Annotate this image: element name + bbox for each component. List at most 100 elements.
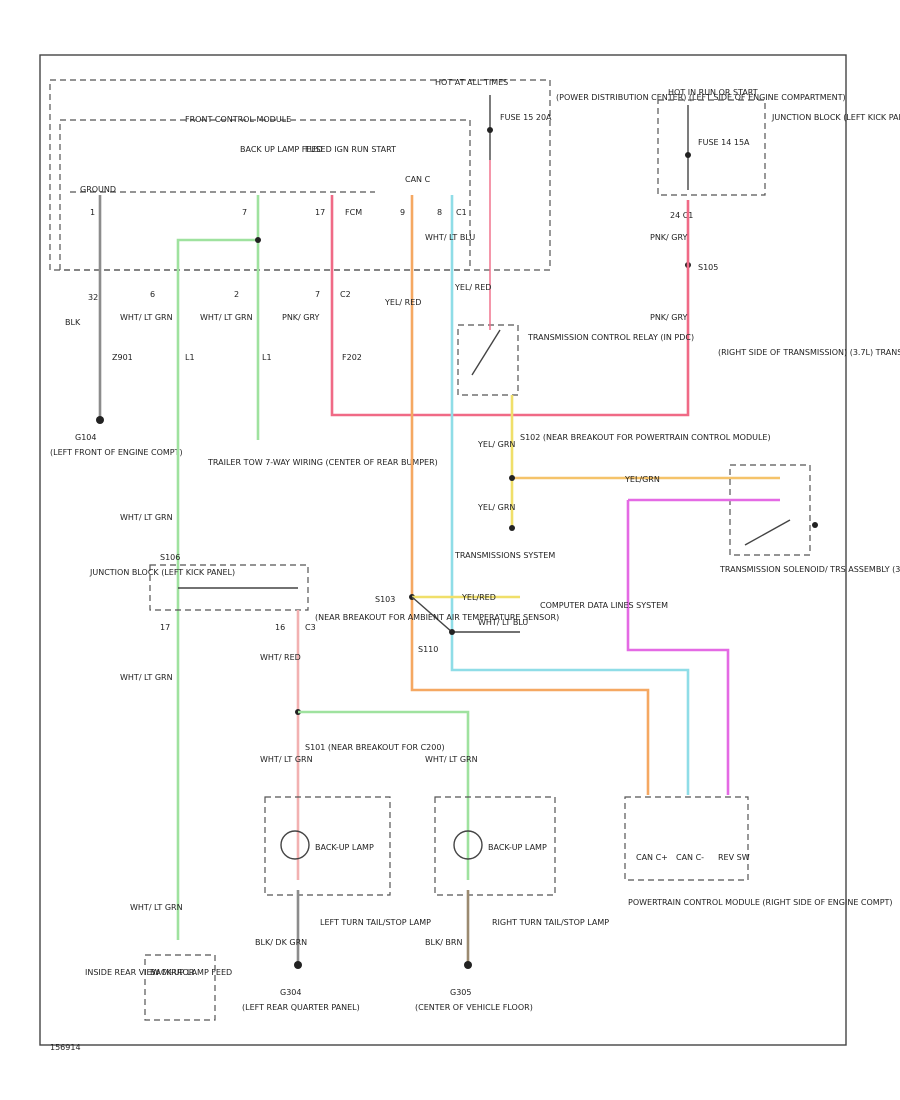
tcr-dashed-box (457, 324, 519, 396)
fcm-title: FRONT CONTROL MODULE (185, 115, 291, 124)
wht-lt-blu-cdl: WHT/ LT BLU (478, 618, 528, 627)
l1-label-1: L1 (185, 353, 195, 362)
wht-lt-grn-5: WHT/ LT GRN (260, 755, 313, 764)
s105-label: S105 (698, 263, 718, 272)
left-back-up-lamp-icon (280, 830, 310, 860)
yel-grn-label-2: YEL/ GRN (477, 503, 515, 512)
yel-red-can: YEL/ RED (384, 298, 421, 307)
yel-red-wire-label: YEL/RED (461, 593, 496, 602)
pin-7-c2: 7 (315, 290, 320, 299)
fcm-fcm-label: FCM (345, 208, 362, 217)
trs-switch (744, 519, 791, 546)
right-back-up-lamp-label: BACK-UP LAMP (488, 843, 547, 852)
left-back-up-lamp-label: BACK-UP LAMP (315, 843, 374, 852)
s110-label: S110 (418, 645, 438, 654)
jb-c1-24: 24 C1 (670, 211, 693, 220)
c3-label: C3 (305, 623, 316, 632)
g305-label: G305 (450, 988, 471, 997)
fcm-backup-feed-label: BACK UP LAMP FEED (240, 145, 323, 154)
tcr-label: TRANSMISSION CONTROL RELAY (IN PDC) (527, 333, 694, 342)
pcm-label: POWERTRAIN CONTROL MODULE (RIGHT SIDE OF… (628, 898, 893, 907)
jb-right-dashed-box (657, 99, 766, 196)
jb-fuse-label: FUSE 14 15A (698, 138, 750, 147)
pdc-fuse-dot (487, 127, 493, 133)
fcm-pin-7: 7 (242, 208, 247, 217)
g305-loc-label: (CENTER OF VEHICLE FLOOR) (415, 1003, 533, 1012)
fcm-pin-17: 17 (315, 208, 325, 217)
jb-left-dashed-box (149, 564, 309, 611)
pnk-gry-wire (330, 195, 690, 417)
w-32: 32 (88, 293, 98, 302)
l1-label-2: L1 (262, 353, 272, 362)
jb-right-label: JUNCTION BLOCK (LEFT KICK PANEL) (771, 113, 900, 122)
jb-left-pins: S106 (160, 553, 180, 562)
jb-left-label: JUNCTION BLOCK (LEFT KICK PANEL) (89, 568, 235, 577)
g305-ground (464, 961, 472, 969)
yel-red-tcr: YEL/ RED (454, 283, 491, 292)
can-c-minus-wire (450, 195, 690, 795)
w-6: 6 (150, 290, 155, 299)
diagram-border (39, 54, 847, 1046)
s103-label: S103 (375, 595, 395, 604)
g304-label: G304 (280, 988, 301, 997)
pdc-label: (POWER DISTRIBUTION CENTER) (LEFT SIDE O… (556, 93, 846, 102)
trs-dashed-box (729, 464, 811, 556)
ltt-label: LEFT TURN TAIL/STOP LAMP (320, 918, 431, 927)
jb-hot-run-start: HOT IN RUN OR START (668, 88, 758, 97)
trans-system-arrow (509, 525, 515, 531)
wht-red-label: WHT/ RED (260, 653, 301, 662)
wht-lt-grn-1: WHT/ LT GRN (120, 313, 173, 322)
w-2: 2 (234, 290, 239, 299)
wht-lt-grn-3: WHT/ LT GRN (120, 513, 173, 522)
cdl-label: COMPUTER DATA LINES SYSTEM (540, 601, 668, 610)
backup-feed-splice (255, 237, 261, 243)
wht-lt-grn-6: WHT/ LT GRN (425, 755, 478, 764)
mirror-feed-label: BACK-UP LAMP FEED (150, 968, 232, 977)
fcm-pin-1: 1 (90, 208, 95, 217)
jb-fuse-dot (685, 152, 691, 158)
blk-brn-label: BLK/ BRN (425, 938, 462, 947)
pdc-fuse-label: FUSE 15 20A (500, 113, 552, 122)
g104-label: G104 (75, 433, 96, 442)
backup-feed-wire-left (176, 195, 260, 940)
blk-dk-grn-label: BLK/ DK GRN (255, 938, 307, 947)
s102-dot (509, 475, 515, 481)
lt-grn-to-rtt (298, 710, 470, 880)
trans-system-label: TRANSMISSIONS SYSTEM (454, 551, 555, 560)
wht-lt-grn-2: WHT/ LT GRN (200, 313, 253, 322)
c2-label: C2 (340, 290, 351, 299)
trs-ground-dot (812, 522, 818, 528)
pcm-dashed-box (624, 796, 749, 881)
wht-lt-blu-can: WHT/ LT BLU (425, 233, 475, 242)
yel-grn-label-1: YEL/ GRN (477, 440, 515, 449)
trailer-tow-label: TRAILER TOW 7-WAY WIRING (CENTER OF REAR… (207, 458, 438, 467)
breakout-pcm-label: S102 (NEAR BREAKOUT FOR POWERTRAIN CONTR… (520, 433, 771, 442)
tcr-switch (471, 329, 501, 376)
fcm-c1-label: C1 (456, 208, 467, 217)
g104-ground (96, 416, 104, 424)
s110-dot (449, 629, 455, 635)
pnk-gry-1: PNK/ GRY (282, 313, 320, 322)
trans-solenoid-label: TRANSMISSION SOLENOID/ TRS ASSEMBLY (3.7… (719, 565, 900, 574)
pin-17b: 17 (160, 623, 170, 632)
z901-label: Z901 (112, 353, 133, 362)
fcm-ground-label: GROUND (80, 185, 116, 194)
left-lamp-box (264, 796, 391, 896)
right-lamp-box (434, 796, 556, 896)
hot-at-all-times-label: HOT AT ALL TIMES (435, 78, 508, 87)
f202-label: F202 (342, 353, 362, 362)
trs-assembly-label: (RIGHT SIDE OF TRANSMISSION) (3.7L) TRAN… (718, 348, 900, 357)
figure-code: 156914 (50, 1043, 81, 1052)
can-cminus-label: CAN C- (676, 853, 704, 862)
pnk-gry-2: PNK/ GRY (650, 313, 688, 322)
fcm-pin-8: 8 (437, 208, 442, 217)
pdc-dashed-box (49, 79, 551, 271)
rev-sw-label: REV SW (718, 853, 750, 862)
fcm-pin-9: 9 (400, 208, 405, 217)
right-back-up-lamp-icon (453, 830, 483, 860)
can-cplus-label: CAN C+ (636, 853, 668, 862)
blk-label: BLK (65, 318, 81, 327)
rtt-label: RIGHT TURN TAIL/STOP LAMP (492, 918, 609, 927)
g304-loc-label: (LEFT REAR QUARTER PANEL) (242, 1003, 360, 1012)
